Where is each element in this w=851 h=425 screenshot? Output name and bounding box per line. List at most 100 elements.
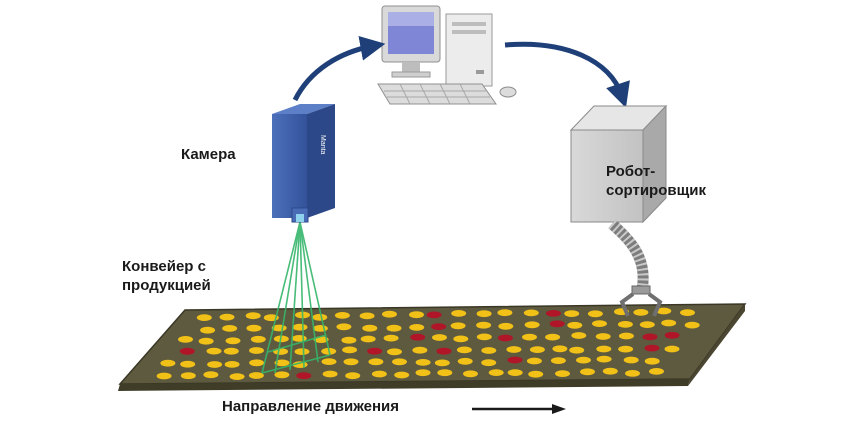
good-item: [386, 324, 402, 332]
good-item: [219, 313, 235, 321]
good-item: [342, 346, 358, 354]
good-item: [203, 371, 219, 379]
conveyor-label-line-2: продукцией: [122, 277, 211, 294]
good-item: [569, 346, 585, 354]
defective-item: [546, 310, 561, 317]
good-item: [450, 322, 466, 330]
good-item: [322, 370, 338, 378]
good-item: [207, 361, 223, 368]
good-item: [522, 333, 537, 341]
good-item: [250, 335, 266, 343]
desktop-computer-icon: [377, 5, 517, 105]
camera-icon: Manta: [272, 104, 335, 223]
conveyor-items: [156, 307, 700, 380]
conveyor-label: Конвейер с продукцией: [122, 257, 211, 295]
good-item: [312, 325, 328, 332]
defective-item: [367, 347, 383, 355]
camera-beam: [261, 221, 331, 374]
good-item: [506, 346, 522, 353]
good-item: [321, 358, 337, 365]
good-item: [453, 335, 469, 343]
defective-item: [410, 333, 426, 341]
good-item: [571, 332, 587, 339]
good-item: [392, 358, 407, 366]
good-item: [223, 347, 239, 355]
good-item: [684, 321, 700, 329]
good-item: [481, 347, 497, 354]
good-item: [476, 321, 492, 329]
good-item: [383, 334, 399, 342]
good-item: [341, 336, 357, 344]
good-item: [481, 359, 497, 367]
good-item: [528, 370, 544, 378]
good-item: [507, 369, 523, 376]
good-item: [618, 332, 634, 340]
flow-arrow-computer-to-robot: [504, 41, 630, 108]
good-item: [415, 359, 431, 366]
good-item: [294, 348, 310, 355]
good-item: [617, 321, 633, 328]
defective-item: [296, 372, 312, 380]
good-item: [222, 325, 238, 332]
defective-item: [431, 323, 447, 330]
good-item: [476, 333, 492, 341]
good-item: [360, 335, 376, 343]
good-item: [680, 309, 695, 316]
good-item: [180, 360, 196, 368]
good-item: [206, 347, 222, 355]
good-item: [245, 312, 261, 320]
good-item: [555, 370, 570, 377]
good-item: [625, 370, 640, 377]
good-item: [523, 309, 539, 317]
good-item: [156, 372, 172, 380]
good-item: [224, 361, 240, 368]
good-item: [463, 370, 478, 378]
good-item: [649, 368, 664, 375]
defective-item: [436, 347, 452, 355]
good-item: [246, 324, 262, 332]
good-item: [274, 371, 290, 379]
good-item: [664, 345, 680, 353]
good-item: [249, 359, 265, 367]
good-item: [336, 323, 352, 331]
good-item: [248, 372, 264, 379]
good-item: [409, 311, 424, 319]
good-item: [198, 337, 214, 345]
robot-label-line-1: Робот-: [606, 163, 656, 180]
good-item: [596, 345, 612, 353]
camera-brand-text: Manta: [319, 135, 326, 155]
defective-item: [644, 344, 660, 352]
good-item: [368, 358, 384, 366]
good-item: [661, 319, 677, 327]
good-item: [394, 371, 410, 379]
direction-arrow-icon: [472, 404, 566, 414]
defective-item: [664, 331, 680, 339]
good-item: [180, 372, 196, 380]
good-item: [596, 355, 612, 363]
good-item: [633, 309, 649, 316]
defective-item: [549, 320, 565, 328]
good-item: [457, 357, 473, 365]
defective-item: [507, 356, 523, 364]
robot-sorter-icon: [569, 104, 668, 317]
good-item: [409, 324, 425, 331]
good-item: [292, 323, 308, 331]
good-item: [602, 367, 618, 375]
direction-label: Направление движения: [222, 398, 400, 415]
good-item: [580, 368, 595, 376]
good-item: [576, 356, 591, 364]
good-item: [644, 357, 660, 365]
good-item: [225, 337, 241, 345]
good-item: [437, 369, 453, 377]
good-item: [524, 321, 540, 329]
good-item: [456, 346, 472, 354]
good-item: [345, 372, 361, 380]
good-item: [476, 310, 492, 318]
good-item: [550, 357, 566, 364]
good-item: [529, 346, 545, 353]
defective-item: [497, 334, 513, 342]
good-item: [497, 309, 513, 317]
good-item: [432, 334, 447, 341]
good-item: [343, 358, 359, 366]
